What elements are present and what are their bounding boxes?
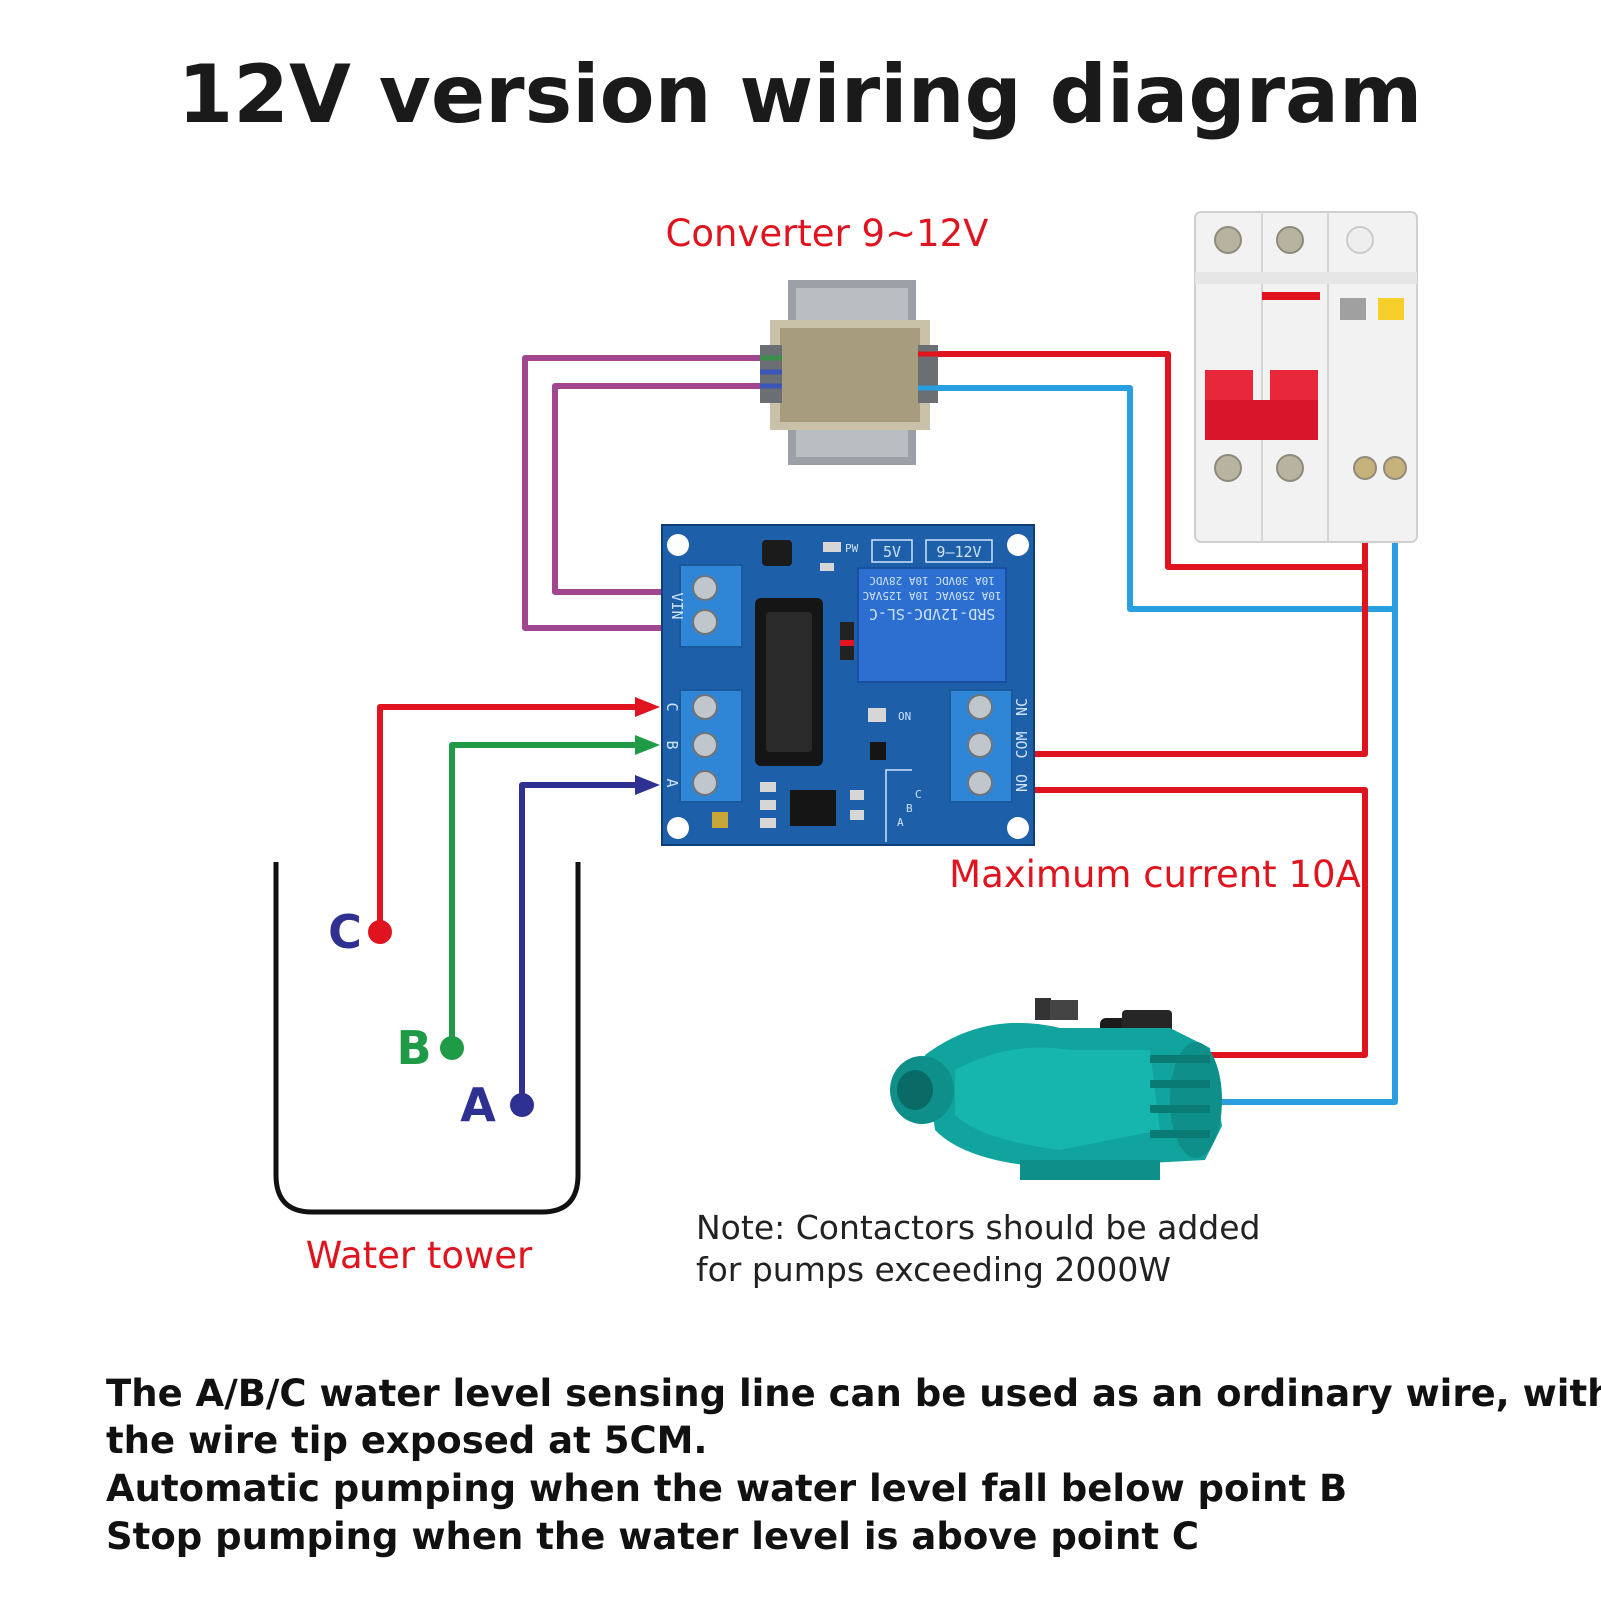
- relay-nc-label: NC: [1013, 698, 1031, 716]
- arrow-b-icon: [635, 735, 660, 755]
- red-wire-com: [1034, 567, 1368, 757]
- input-b-label: B: [663, 740, 681, 749]
- probe-wire-b: [449, 742, 645, 1048]
- blue-wire-pump: [1218, 609, 1398, 1105]
- water-tower-icon: [273, 862, 581, 1215]
- mini-c-label: C: [915, 788, 922, 801]
- page-title: 12V version wiring diagram: [178, 48, 1423, 141]
- probe-b-letter: B: [396, 1021, 431, 1075]
- note-line-1: Note: Contactors should be added: [696, 1208, 1260, 1247]
- purple-wire-outer: [522, 355, 766, 631]
- water-tower-label: Water tower: [306, 1234, 533, 1277]
- relay-spec1-label: 10A 250VAC 10A 125VAC: [862, 589, 1001, 602]
- probe-b-dot: [440, 1036, 464, 1060]
- arrow-a-icon: [635, 775, 660, 795]
- blue-wire-mains-transformer: [912, 385, 1398, 612]
- footer-line-1: The A/B/C water level sensing line can b…: [106, 1372, 1601, 1415]
- probe-wire-a: [519, 782, 645, 1105]
- footer-line-2: the wire tip exposed at 5CM.: [106, 1419, 708, 1462]
- input-a-label: A: [663, 778, 681, 787]
- probe-c-letter: C: [328, 905, 362, 959]
- footer-line-3: Automatic pumping when the water level f…: [106, 1467, 1347, 1510]
- relay-spec2-label: 10A 30VDC 10A 28VDC: [869, 574, 995, 587]
- purple-wire-inner: [552, 383, 766, 595]
- note-line-2: for pumps exceeding 2000W: [696, 1250, 1171, 1289]
- circuit-breaker-icon: [1194, 211, 1418, 543]
- relay-no-label: NO: [1013, 774, 1031, 792]
- converter-label: Converter 9~12V: [666, 212, 989, 255]
- probe-wire-c: [377, 704, 645, 932]
- vin-label: VIN: [668, 592, 686, 619]
- pw-label: PW: [845, 542, 859, 555]
- arrow-c-icon: [635, 697, 660, 717]
- probe-a-letter: A: [460, 1078, 496, 1132]
- water-pump-icon: [890, 998, 1222, 1180]
- relay-com-label: COM: [1013, 731, 1031, 758]
- mini-b-label: B: [906, 802, 913, 815]
- relay-model-label: SRD-12VDC-SL-C: [869, 605, 995, 623]
- probe-c-dot: [368, 920, 392, 944]
- jumper-912v-label: 9—12V: [936, 543, 981, 561]
- max-current-label: Maximum current 10A: [949, 853, 1361, 896]
- on-label: ON: [898, 710, 911, 723]
- mini-a-label: A: [897, 816, 904, 829]
- probe-a-dot: [510, 1093, 534, 1117]
- input-c-label: C: [663, 702, 681, 711]
- footer-line-4: Stop pumping when the water level is abo…: [106, 1515, 1199, 1558]
- relay-board: VIN PW 5V 9—12V SRD-12VDC-SL-C 10A 250VA…: [661, 524, 1035, 846]
- jumper-5v-label: 5V: [883, 543, 901, 561]
- transformer-icon: [760, 280, 938, 465]
- red-wire-no-pump: [1034, 787, 1368, 1058]
